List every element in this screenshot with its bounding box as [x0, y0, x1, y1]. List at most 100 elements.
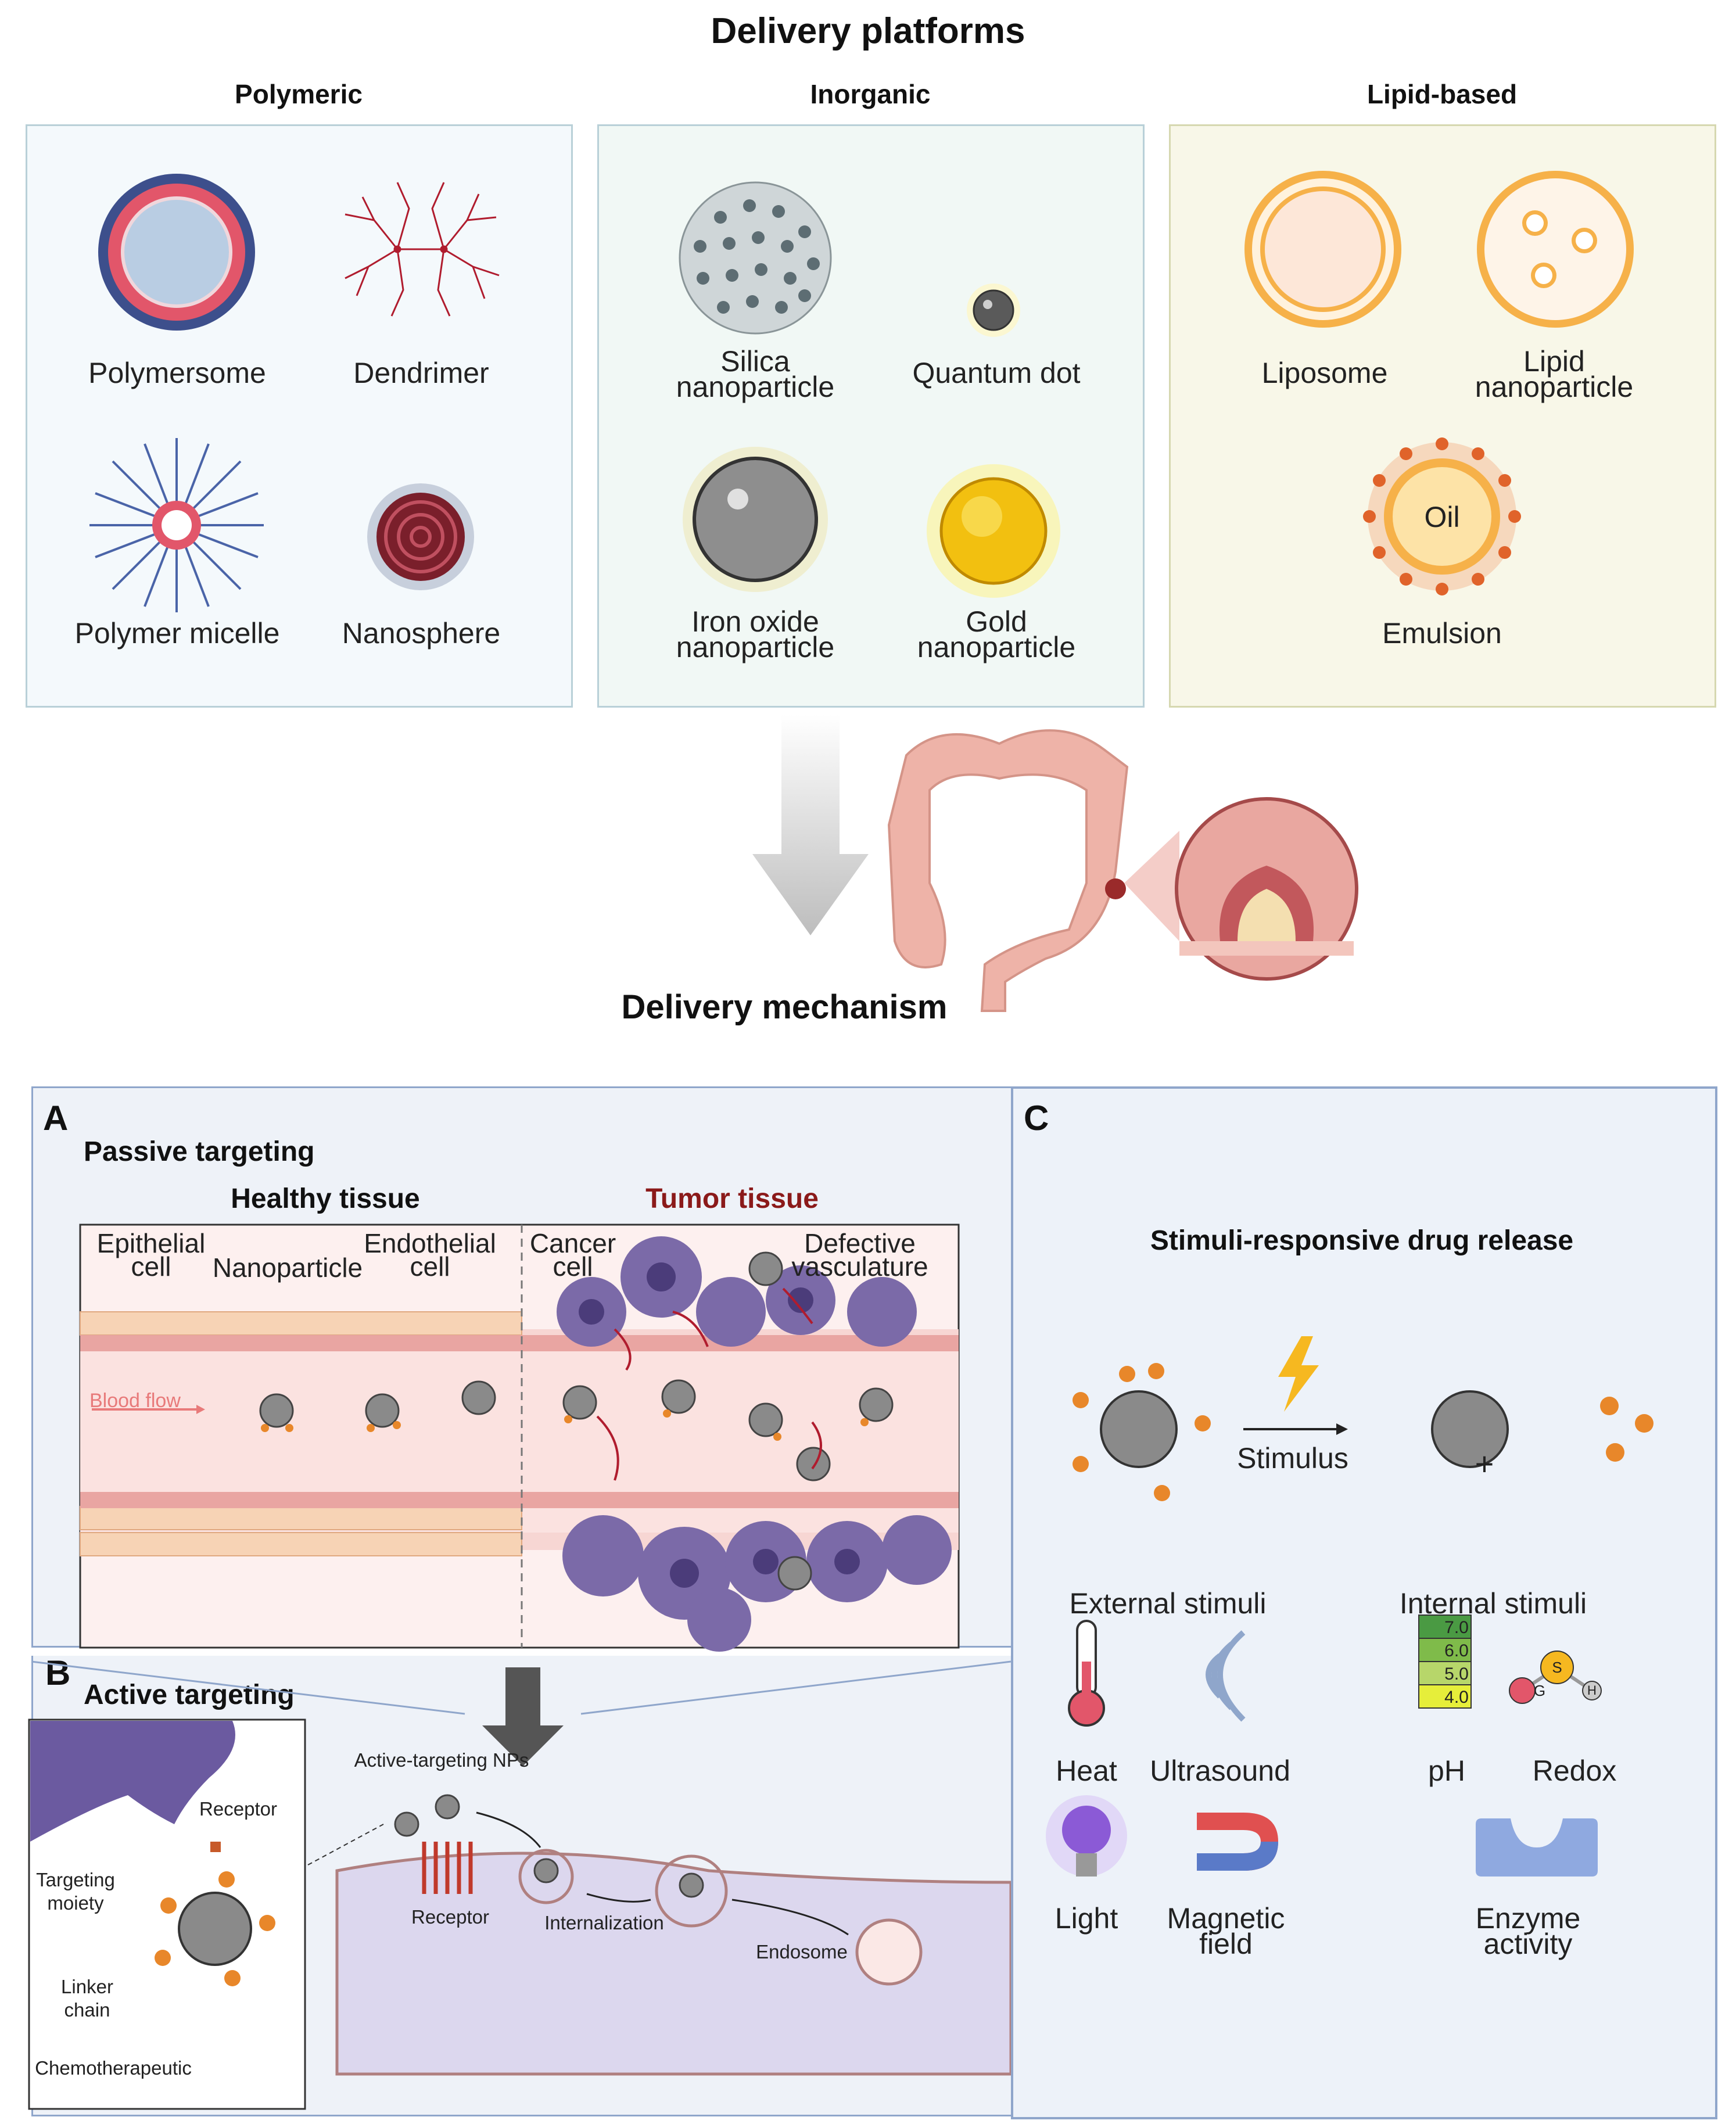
- magnetic-field-label: Magnetic field: [1167, 1902, 1285, 1960]
- ph-5: 5.0: [1444, 1664, 1469, 1684]
- targeting-moiety-label: Targeting moiety: [36, 1869, 115, 1914]
- panel-a-title: Passive targeting: [84, 1136, 315, 1167]
- chemo-label: Chemotherapeutic: [35, 2057, 192, 2079]
- stimulus-label: Stimulus: [1237, 1442, 1348, 1474]
- released-nanoparticle: [1431, 1390, 1509, 1468]
- tumor-spot-icon: [1105, 878, 1126, 899]
- down-arrow-icon: [482, 1667, 564, 1766]
- active-targeting-illustrations: [28, 1660, 1013, 2110]
- ultrasound-icon: [1206, 1630, 1246, 1722]
- polymersome-label: Polymersome: [88, 357, 266, 389]
- nanosphere-label: Nanosphere: [342, 617, 501, 650]
- oil-label: Oil: [1424, 501, 1460, 533]
- stimuli-illustrations: [1046, 1336, 1653, 1877]
- colon-icon: [887, 729, 1129, 1012]
- polymer-micelle-label: Polymer micelle: [74, 617, 280, 650]
- defective-label: Defective vasculature: [791, 1228, 928, 1282]
- liposome-icon: [1244, 171, 1401, 328]
- zoom-cone: [1124, 831, 1179, 941]
- silica-label: Silica nanoparticle: [676, 345, 835, 403]
- down-arrow-icon: [752, 715, 869, 935]
- endothelial-layer: [80, 1335, 959, 1508]
- receptor-icon: [422, 1842, 473, 1894]
- emulsion-icon: [1363, 437, 1521, 595]
- redox-s: S: [1552, 1659, 1562, 1676]
- enzyme-icon: [1476, 1818, 1598, 1877]
- ph-4: 4.0: [1444, 1688, 1469, 1707]
- panel-b-letter: B: [45, 1653, 71, 1692]
- panel-c-letter: C: [1024, 1099, 1049, 1138]
- polymer-micelle-icon: [89, 438, 264, 612]
- endosome-icon: [855, 1918, 923, 1986]
- receptor-label: Receptor: [411, 1906, 489, 1928]
- silica-nanoparticle-icon: [679, 181, 832, 335]
- inorganic-title: Inorganic: [810, 79, 931, 109]
- epithelial-label: Epithelial cell: [96, 1228, 206, 1282]
- gold-label: Gold nanoparticle: [917, 605, 1076, 663]
- internal-stimuli-label: Internal stimuli: [1399, 1587, 1587, 1620]
- polymeric-title: Polymeric: [235, 79, 363, 109]
- dendrimer-icon: [345, 182, 500, 317]
- iron-oxide-nanoparticle-icon: [683, 447, 828, 592]
- ph-7: 7.0: [1444, 1618, 1469, 1637]
- redox-g: G: [1533, 1682, 1546, 1699]
- endosome-label: Endosome: [756, 1941, 848, 1962]
- lipid-nanoparticle-icon: [1477, 171, 1634, 328]
- cell-membrane: [335, 1852, 1013, 2076]
- main-title: Delivery platforms: [711, 11, 1025, 51]
- panel-c: [1011, 1086, 1717, 2119]
- cancer-cell-inset: [30, 1721, 235, 1842]
- external-stimuli-label: External stimuli: [1069, 1587, 1267, 1620]
- receptor-inset-label: Receptor: [199, 1798, 277, 1820]
- quantum-dot-label: Quantum dot: [912, 357, 1081, 389]
- redox-icon: [1509, 1651, 1602, 1704]
- tumor-zoom-icon: [1175, 797, 1358, 981]
- liposome-label: Liposome: [1261, 357, 1388, 389]
- panel-c-title: Stimuli-responsive drug release: [1150, 1225, 1574, 1256]
- lipid-title: Lipid-based: [1366, 79, 1518, 109]
- emulsion-label: Emulsion: [1382, 617, 1502, 650]
- iron-oxide-label: Iron oxide nanoparticle: [676, 605, 835, 663]
- quantum-dot-icon: [967, 284, 1020, 337]
- released-drug: [1600, 1397, 1653, 1462]
- linker-label: Linker chain: [61, 1976, 113, 2021]
- enzyme-label: Enzyme activity: [1475, 1902, 1581, 1960]
- internalization-label: Internalization: [544, 1912, 664, 1933]
- gold-nanoparticle-icon: [927, 464, 1060, 598]
- nanoparticle-label: Nanoparticle: [212, 1253, 363, 1283]
- inorganic-illustrations: [679, 181, 1060, 598]
- dendrimer-label: Dendrimer: [353, 357, 489, 389]
- loaded-nanoparticle: [1073, 1363, 1211, 1501]
- nanosphere-icon: [367, 483, 474, 590]
- active-nps-label: Active-targeting NPs: [354, 1749, 529, 1771]
- endothelial-label: Endothelial cell: [364, 1228, 496, 1282]
- polymersome-icon: [98, 174, 255, 331]
- ph-label: pH: [1428, 1755, 1465, 1787]
- tumor-title: Tumor tissue: [645, 1183, 819, 1214]
- ultrasound-label: Ultrasound: [1150, 1755, 1290, 1787]
- healthy-title: Healthy tissue: [231, 1183, 420, 1214]
- ph-scale-icon: [1418, 1614, 1472, 1709]
- mechanism-illustrations: [752, 715, 1358, 1012]
- blood-flow-label: Blood flow: [89, 1390, 181, 1412]
- light-label: Light: [1054, 1902, 1118, 1935]
- plus-sign: +: [1475, 1445, 1494, 1482]
- lightning-icon: [1278, 1336, 1319, 1412]
- nanoparticles: [259, 1251, 894, 1591]
- ph-6: 6.0: [1444, 1641, 1469, 1660]
- polymeric-illustrations: [89, 174, 500, 612]
- magnet-icon: [1197, 1813, 1278, 1871]
- redox-label: Redox: [1532, 1755, 1617, 1787]
- heat-label: Heat: [1056, 1755, 1117, 1787]
- lipid-np-label: Lipid nanoparticle: [1475, 345, 1634, 403]
- mechanism-title: Delivery mechanism: [621, 988, 948, 1026]
- lipid-illustrations: [1244, 171, 1634, 595]
- tissue-diagram: [79, 1224, 960, 1652]
- panel-b-title: Active targeting: [84, 1680, 295, 1710]
- redox-h: H: [1587, 1683, 1597, 1698]
- cancer-cell-label: Cancer cell: [529, 1228, 616, 1282]
- inset-nanoparticle: [155, 1842, 275, 1986]
- panel-a-letter: A: [43, 1099, 69, 1138]
- light-bulb-icon: [1046, 1795, 1127, 1877]
